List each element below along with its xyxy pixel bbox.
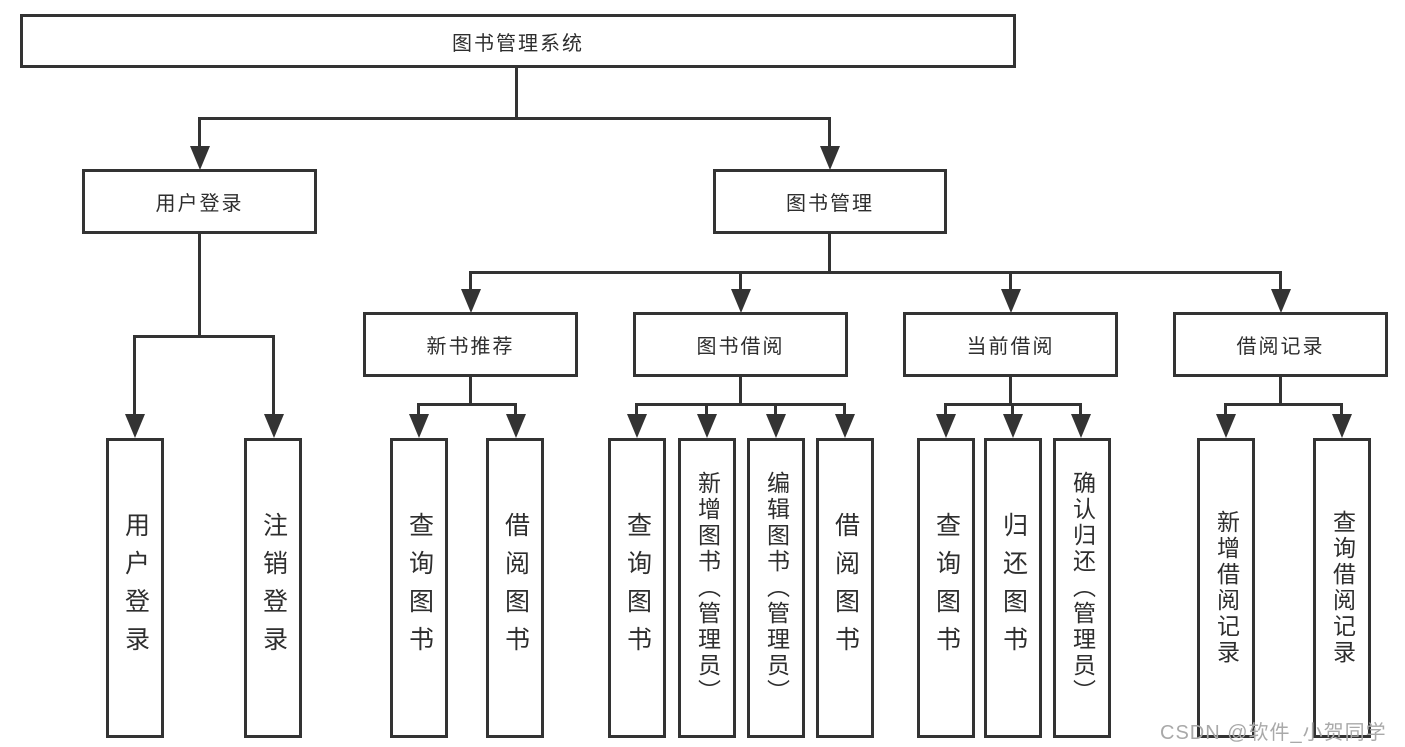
connector-line	[1279, 271, 1282, 292]
leaf-add-books-admin-label: 新增图书（管理员）	[694, 471, 721, 705]
leaf-logout-label: 注销登录	[259, 512, 288, 664]
node-user-login-label: 用户登录	[155, 193, 244, 215]
connector-line	[828, 117, 831, 148]
arrow-down-icon	[409, 414, 429, 438]
leaf-user-login: 用户登录	[106, 438, 164, 738]
connector-line	[774, 403, 777, 415]
connector-line	[417, 403, 517, 406]
connector-line	[515, 66, 518, 118]
connector-line	[469, 271, 1281, 274]
arrow-down-icon	[264, 414, 284, 438]
leaf-query-books-current-label: 查询图书	[932, 512, 961, 664]
arrow-down-icon	[1071, 414, 1091, 438]
leaf-query-books-borrowing-label: 查询图书	[623, 512, 652, 664]
arrow-down-icon	[697, 414, 717, 438]
arrow-down-icon	[627, 414, 647, 438]
node-borrowing-records-label: 借阅记录	[1236, 336, 1325, 358]
connector-line	[1224, 403, 1227, 415]
node-new-book-recommend-label: 新书推荐	[426, 336, 515, 358]
connector-line	[635, 403, 638, 415]
connector-line	[828, 233, 831, 274]
leaf-borrow-books-recommend-label: 借阅图书	[501, 512, 530, 664]
connector-line	[514, 403, 517, 415]
leaf-logout: 注销登录	[244, 438, 302, 738]
arrow-down-icon	[1332, 414, 1352, 438]
leaf-borrow-books: 借阅图书	[816, 438, 874, 738]
node-root-label: 图书管理系统	[452, 32, 584, 55]
connector-line	[198, 117, 831, 120]
connector-line	[1279, 377, 1282, 405]
arrow-down-icon	[125, 414, 145, 438]
node-borrowing-records: 借阅记录	[1173, 312, 1388, 377]
leaf-borrow-books-recommend: 借阅图书	[486, 438, 544, 738]
leaf-add-borrow-record: 新增借阅记录	[1197, 438, 1255, 738]
connector-line	[1340, 403, 1343, 415]
connector-line	[1009, 377, 1012, 405]
arrow-down-icon	[820, 146, 840, 170]
arrow-down-icon	[835, 414, 855, 438]
connector-line	[739, 271, 742, 292]
node-book-borrowing: 图书借阅	[633, 312, 848, 377]
connector-line	[417, 403, 420, 415]
leaf-edit-books-admin-label: 编辑图书（管理员）	[763, 471, 790, 705]
leaf-borrow-books-label: 借阅图书	[831, 512, 860, 664]
arrow-down-icon	[936, 414, 956, 438]
connector-line	[944, 403, 947, 415]
leaf-query-books-current: 查询图书	[917, 438, 975, 738]
leaf-add-books-admin: 新增图书（管理员）	[678, 438, 736, 738]
leaf-return-books: 归还图书	[984, 438, 1042, 738]
connector-line	[1224, 403, 1342, 406]
node-current-borrowing-label: 当前借阅	[966, 336, 1055, 358]
arrow-down-icon	[190, 146, 210, 170]
arrow-down-icon	[731, 289, 751, 313]
arrow-down-icon	[461, 289, 481, 313]
leaf-confirm-return-admin: 确认归还（管理员）	[1053, 438, 1111, 738]
connector-line	[272, 335, 275, 415]
connector-line	[133, 335, 136, 415]
connector-line	[843, 403, 846, 415]
node-new-book-recommend: 新书推荐	[363, 312, 578, 377]
connector-line	[469, 271, 472, 292]
connector-line	[133, 335, 275, 338]
connector-line	[1009, 271, 1012, 292]
connector-line	[705, 403, 708, 415]
connector-line	[198, 117, 201, 148]
leaf-query-borrow-record: 查询借阅记录	[1313, 438, 1371, 738]
leaf-confirm-return-admin-label: 确认归还（管理员）	[1069, 471, 1096, 705]
node-book-borrowing-label: 图书借阅	[696, 336, 785, 358]
arrow-down-icon	[766, 414, 786, 438]
connector-line	[635, 403, 845, 406]
node-book-management: 图书管理	[713, 169, 947, 234]
arrow-down-icon	[1271, 289, 1291, 313]
node-user-login: 用户登录	[82, 169, 317, 234]
arrow-down-icon	[1001, 289, 1021, 313]
leaf-query-books-recommend-label: 查询图书	[405, 512, 434, 664]
leaf-query-books-borrowing: 查询图书	[608, 438, 666, 738]
csdn-watermark: CSDN @软件_小贺同学	[1160, 722, 1387, 744]
leaf-query-borrow-record-label: 查询借阅记录	[1329, 510, 1356, 666]
arrow-down-icon	[1003, 414, 1023, 438]
node-book-management-label: 图书管理	[786, 193, 874, 215]
leaf-query-books-recommend: 查询图书	[390, 438, 448, 738]
arrow-down-icon	[1216, 414, 1236, 438]
node-root: 图书管理系统	[20, 14, 1016, 68]
connector-line	[1079, 403, 1082, 415]
connector-line	[198, 234, 201, 337]
leaf-edit-books-admin: 编辑图书（管理员）	[747, 438, 805, 738]
arrow-down-icon	[506, 414, 526, 438]
leaf-user-login-label: 用户登录	[121, 512, 150, 664]
connector-line	[739, 377, 742, 405]
leaf-return-books-label: 归还图书	[999, 512, 1028, 664]
connector-line	[1011, 403, 1014, 415]
node-current-borrowing: 当前借阅	[903, 312, 1118, 377]
connector-line	[469, 377, 472, 405]
leaf-add-borrow-record-label: 新增借阅记录	[1213, 510, 1240, 666]
